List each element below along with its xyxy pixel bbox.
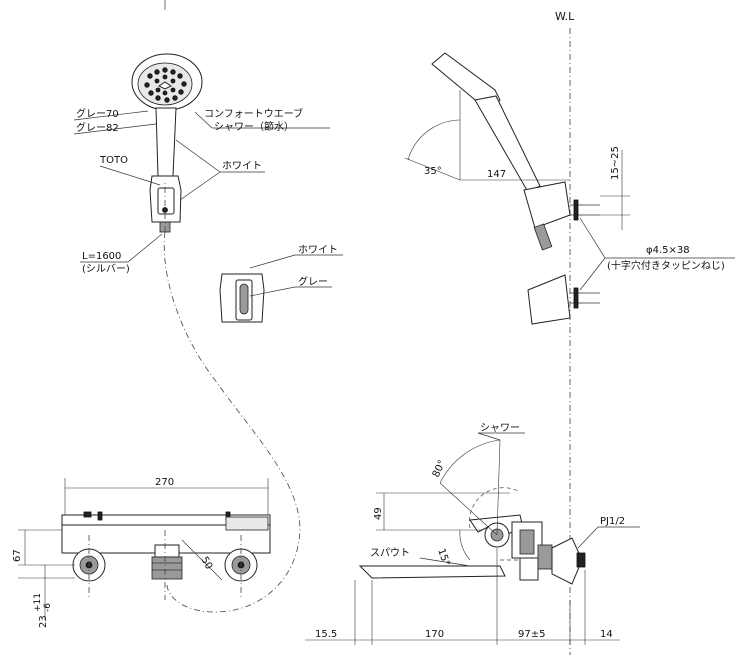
center-valve — [154, 544, 180, 558]
outlet-nut — [151, 556, 183, 580]
side-holder-detail: φ4.5×38 (十字穴付きタッピンねじ) — [527, 217, 735, 325]
faucet-side-view — [358, 487, 586, 585]
dim-147: 147 — [487, 169, 506, 180]
faucet-front-view — [61, 511, 271, 600]
holder-slot — [157, 187, 175, 215]
label-hose-length: L=1600 — [82, 251, 121, 262]
hand-shower-side-view — [431, 52, 600, 251]
label-screw-type: (十字穴付きタッピンねじ) — [607, 259, 725, 272]
label-toto: TOTO — [99, 155, 128, 166]
bottom-dimensions: 15.5 170 97±5 14 — [305, 548, 620, 645]
dim-170: 170 — [425, 629, 444, 640]
dim-15-25: 15~25 — [610, 146, 621, 180]
label-white-1: ホワイト — [222, 160, 262, 172]
side-handle — [474, 95, 541, 193]
dim-270: 270 — [155, 477, 174, 488]
side-holder — [523, 181, 571, 229]
holder-detail: ホワイト グレー — [219, 244, 343, 323]
label-spout: スパウト — [370, 547, 410, 559]
dim-14: 14 — [600, 629, 613, 640]
left-annotations: グレー70 グレー82 コンフォートウエーブ シャワー（節水） TOTO ホワイ… — [73, 107, 330, 275]
dim-angle-80: 80° — [431, 459, 448, 480]
dim-tol-plus: +11 — [33, 593, 43, 612]
label-grey70: グレー70 — [76, 107, 119, 120]
dim-49: 49 — [373, 507, 384, 520]
hose-path — [163, 231, 301, 613]
wall-flange — [551, 537, 583, 585]
label-pj: PJ1/2 — [600, 516, 625, 527]
side-hose-nut — [533, 223, 553, 251]
dim-67: 67 — [12, 549, 23, 562]
label-white-2: ホワイト — [298, 244, 338, 256]
center-logo — [158, 81, 172, 90]
spout — [358, 565, 506, 579]
label-hose-color: (シルバー) — [82, 263, 130, 275]
label-screw-size: φ4.5×38 — [646, 245, 690, 256]
spray-nozzles — [144, 67, 187, 103]
side-faucet-annotations: 80° シャワー 49 15° スパウト PJ1/2 — [370, 423, 640, 568]
dim-23: 23 — [38, 615, 49, 628]
dim-angle-15: 15° — [435, 547, 451, 567]
label-grey82: グレー82 — [76, 121, 119, 134]
side-dimensions: 147 35° 15~25 — [404, 90, 630, 230]
dim-angle-35: 35° — [424, 166, 442, 177]
dim-50: 50 — [198, 555, 214, 572]
label-grey: グレー — [298, 275, 328, 288]
label-wl: W.L — [555, 10, 575, 23]
dim-tol-minus: -6 — [43, 603, 53, 612]
label-shower-name-2: シャワー（節水） — [214, 120, 294, 133]
hand-shower-front-view — [131, 0, 203, 233]
dim-15-5: 15.5 — [315, 629, 337, 640]
label-shower-name-1: コンフォートウエーブ — [204, 107, 303, 120]
label-shower: シャワー — [480, 423, 520, 434]
shower-handle — [155, 107, 177, 177]
dim-97: 97±5 — [518, 629, 545, 640]
